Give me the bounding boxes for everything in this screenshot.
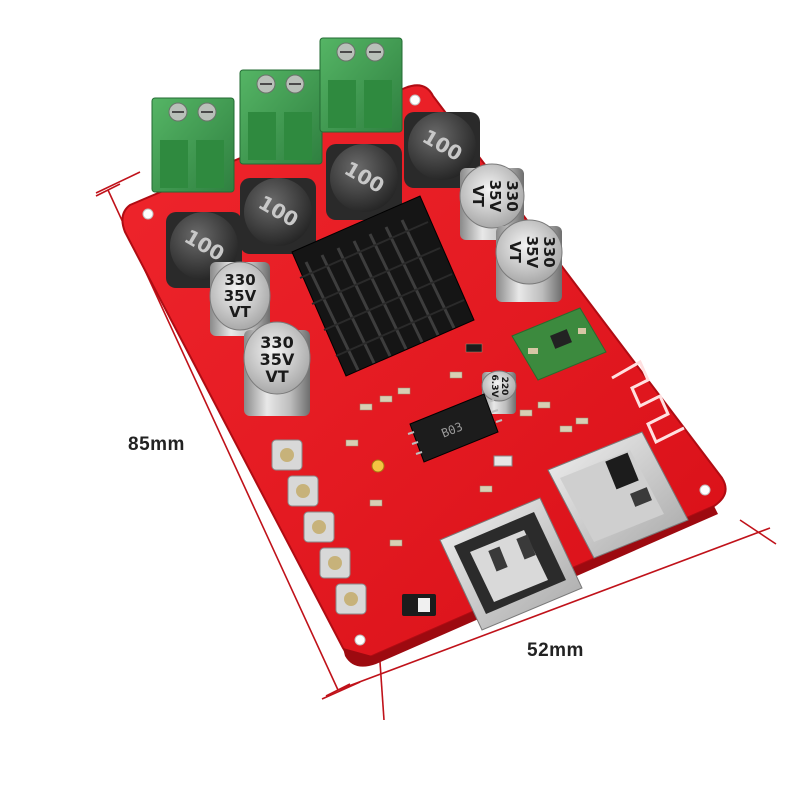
led <box>371 459 385 473</box>
push-button-2 <box>287 475 319 507</box>
push-button-3 <box>303 511 335 543</box>
capacitor-value: 330 <box>260 333 293 352</box>
small-capacitor: 220 6.3V <box>481 370 517 414</box>
capacitor-1: 330 35V VT <box>209 261 271 336</box>
width-dimension-label: 52mm <box>527 640 584 661</box>
heatsink <box>291 195 475 377</box>
capacitor-series: VT <box>229 303 252 321</box>
inductor-4: 100 <box>404 112 480 188</box>
small-capacitor-voltage: 6.3V <box>489 375 499 398</box>
capacitor-value: 330 <box>224 271 255 289</box>
capacitor-3: 330 35V VT <box>459 163 525 240</box>
push-button-1 <box>271 439 303 471</box>
capacitor-series: VT <box>469 185 487 208</box>
capacitor-voltage: 35V <box>224 287 257 305</box>
screw-terminal-middle <box>239 69 323 165</box>
crystal <box>493 455 513 467</box>
capacitor-series: VT <box>265 367 288 386</box>
slide-switch <box>402 594 436 616</box>
screw-terminal-right <box>319 37 403 133</box>
push-button-4 <box>319 547 351 579</box>
capacitor-voltage: 35V <box>486 180 504 213</box>
capacitor-series: VT <box>506 241 524 264</box>
capacitor-voltage: 35V <box>260 350 295 369</box>
amplifier-chip: B03 <box>407 393 503 463</box>
small-capacitor-value: 220 <box>499 377 509 396</box>
capacitor-2: 330 35V VT <box>243 321 311 416</box>
usb-port <box>439 497 583 631</box>
capacitor-value: 330 <box>540 236 558 267</box>
smd-components <box>345 343 589 547</box>
capacitor-voltage: 35V <box>523 236 541 269</box>
sd-card-slot <box>547 431 689 559</box>
bluetooth-module <box>511 307 607 381</box>
capacitor-4: 330 35V VT <box>495 219 563 302</box>
inductor-3: 100 <box>326 144 402 220</box>
height-dimension-label: 85mm <box>128 434 185 455</box>
push-button-5 <box>335 583 367 615</box>
dimension-line-width <box>337 519 777 721</box>
capacitor-value: 330 <box>503 180 521 211</box>
antenna-trace <box>611 359 685 445</box>
inductor-2: 100 <box>240 178 316 254</box>
screw-terminal-left <box>151 97 235 193</box>
